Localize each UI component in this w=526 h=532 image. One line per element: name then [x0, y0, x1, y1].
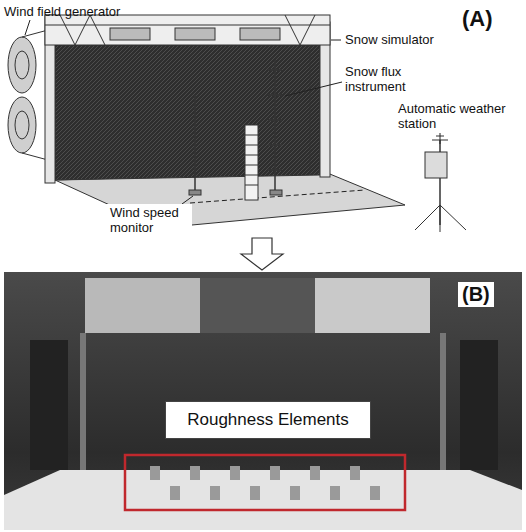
highlight-box — [125, 455, 405, 510]
panel-label: (A) — [462, 6, 512, 31]
leader-lines — [25, 20, 440, 204]
part-label: Wind field generator — [4, 4, 154, 19]
part-label: Snow simulator — [345, 32, 455, 47]
part-label: Automatic weather station — [398, 101, 510, 131]
part-label: Snow flux instrument — [345, 64, 423, 94]
label-box: Roughness Elements — [165, 401, 371, 439]
down-arrow — [241, 238, 283, 270]
box-text: Roughness Elements — [187, 410, 349, 430]
wind-tunnel-drawing — [8, 15, 466, 232]
part-label: Wind speed monitor — [106, 204, 192, 236]
photo — [4, 272, 522, 530]
panel-label: (B) — [458, 282, 494, 307]
